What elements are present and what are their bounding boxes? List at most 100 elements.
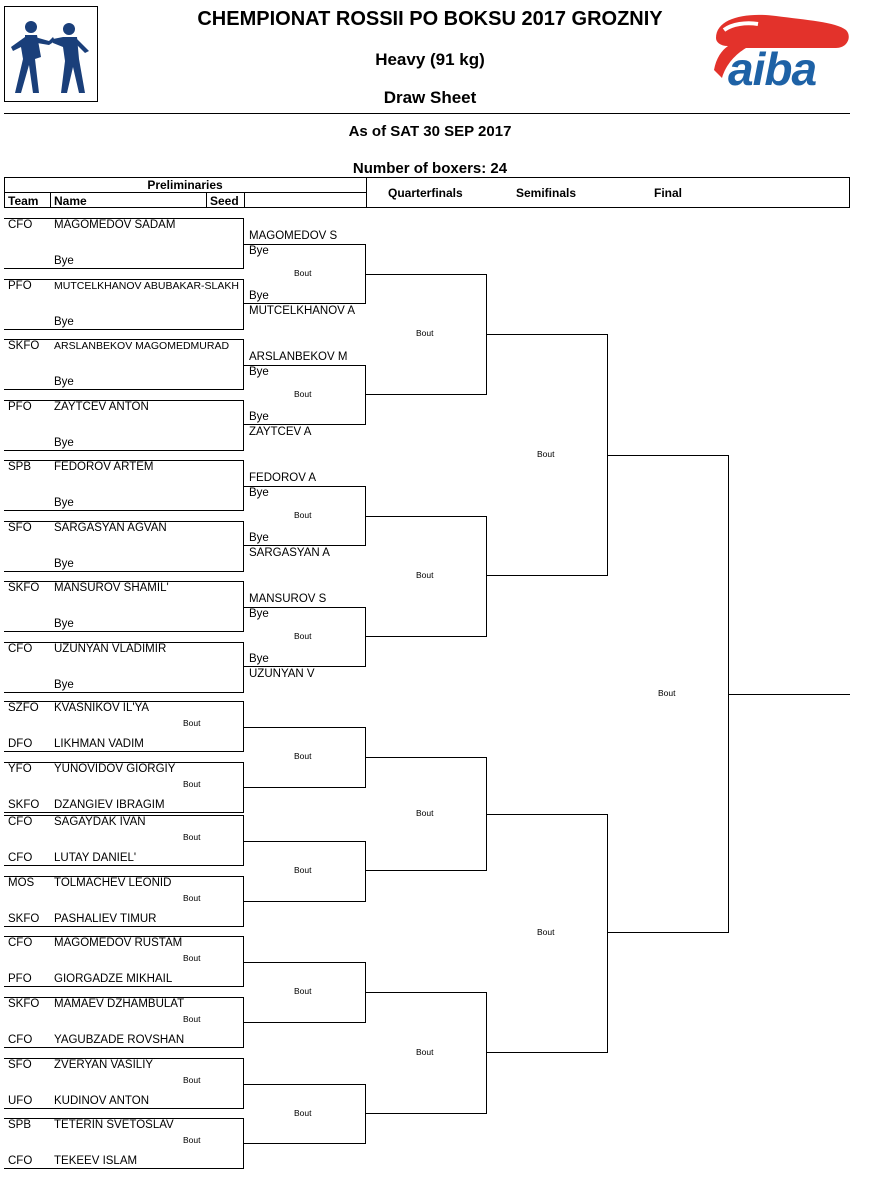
bout-label: Bout xyxy=(294,986,312,996)
sheet-type: Draw Sheet xyxy=(383,88,477,107)
entry-slot xyxy=(4,460,244,511)
advancer-name: MUTCELKHANOV A xyxy=(249,305,356,317)
bout-label: Bout xyxy=(183,953,201,963)
entry-team: SPB xyxy=(8,461,32,473)
advancer-name: MANSUROV S xyxy=(249,592,327,605)
entry-name: DZANGIEV IBRAGIM xyxy=(54,799,165,811)
quarterfinal-box xyxy=(366,515,487,637)
entry-name: TETERIN SVETOSLAV xyxy=(54,1119,174,1131)
quarterfinal-box xyxy=(366,757,487,871)
col-seed: Seed xyxy=(210,194,239,208)
bye-label: Bye xyxy=(54,678,74,691)
advancer-name: ZAYTCEV A xyxy=(249,426,312,438)
entry-team: CFO xyxy=(8,852,33,864)
entry-name: MUTCELKHANOV ABUBAKAR-SLAKH xyxy=(54,279,239,292)
aiba-logo: aiba xyxy=(706,8,854,100)
round-box xyxy=(244,485,366,546)
bout-label: Bout xyxy=(537,927,555,938)
round-box xyxy=(244,840,366,902)
bout-label: Bout xyxy=(658,688,676,699)
col-team: Team xyxy=(8,194,39,208)
bout-label: Bout xyxy=(183,1014,201,1024)
round-box xyxy=(244,606,366,667)
bye-label: Bye xyxy=(54,497,74,509)
aiba-wordmark: aiba xyxy=(728,43,817,95)
advancer-name: SARGASYAN A xyxy=(249,547,330,559)
bout-label: Bout xyxy=(294,1107,312,1118)
prelim-bout-box xyxy=(4,1058,244,1109)
as-of-date: As of SAT 30 SEP 2017 xyxy=(348,123,512,140)
bye-label: Bye xyxy=(249,653,269,665)
bout-label: Bout xyxy=(294,630,312,641)
prelim-bout-box xyxy=(4,997,244,1048)
entry-name: GIORGADZE MIKHAIL xyxy=(54,973,173,985)
entry-team: SKFO xyxy=(8,998,40,1010)
col-name: Name xyxy=(54,194,87,208)
entry-team: SFO xyxy=(8,521,32,534)
boxers-silhouette-icon xyxy=(11,21,89,93)
boxer-count: Number of boxers: 24 xyxy=(352,160,508,177)
entry-slot xyxy=(4,581,244,632)
champion-line xyxy=(729,694,850,696)
bye-label: Bye xyxy=(249,411,269,423)
entry-name: SAGAYDAK IVAN xyxy=(54,816,146,828)
bout-label: Bout xyxy=(537,449,555,460)
quarterfinal-box xyxy=(366,273,487,395)
entry-team: CFO xyxy=(8,642,33,655)
entry-team: SKFO xyxy=(8,913,40,925)
weight-class: Heavy (91 kg) xyxy=(375,50,485,69)
entry-name: YAGUBZADE ROVSHAN xyxy=(54,1034,185,1046)
bout-label: Bout xyxy=(183,1075,201,1085)
entry-name: SARGASYAN AGVAN xyxy=(54,521,167,534)
entry-team: PFO xyxy=(8,400,32,413)
header-split xyxy=(366,177,367,208)
entry-team: MOS xyxy=(8,877,35,889)
bye-label: Bye xyxy=(249,290,269,302)
bout-label: Bout xyxy=(294,509,312,520)
prelim-bout-box xyxy=(4,701,244,752)
bye-label: Bye xyxy=(54,618,74,630)
entry-team: CFO xyxy=(8,937,33,949)
bye-label: Bye xyxy=(249,244,269,257)
bye-label: Bye xyxy=(249,532,269,544)
bye-label: Bye xyxy=(54,557,74,570)
header-divider xyxy=(4,113,850,114)
entry-name: ZAYTCEV ANTON xyxy=(54,400,149,413)
round-box xyxy=(244,364,366,425)
bout-label: Bout xyxy=(183,1135,201,1145)
entry-name: ARSLANBEKOV MAGOMEDMURAD xyxy=(54,340,230,352)
entry-team: SZFO xyxy=(8,702,39,714)
prelim-bout-box xyxy=(4,936,244,987)
bout-label: Bout xyxy=(294,388,312,399)
round-box xyxy=(244,961,366,1023)
prelim-bout-box xyxy=(4,762,244,813)
bye-label: Bye xyxy=(54,436,74,449)
entry-name: TEKEEV ISLAM xyxy=(54,1155,138,1167)
col-semifinals: Semifinals xyxy=(516,186,577,200)
entry-team: CFO xyxy=(8,219,33,231)
entry-team: UFO xyxy=(8,1095,33,1107)
bye-label: Bye xyxy=(54,255,74,267)
header-subline xyxy=(4,192,366,193)
page-title: CHEMPIONAT ROSSII PO BOKSU 2017 GROZNIY xyxy=(197,8,663,30)
bout-label: Bout xyxy=(294,865,312,875)
entry-slot xyxy=(4,278,244,330)
advancer-name: FEDOROV A xyxy=(249,471,317,484)
prelim-bout-box xyxy=(4,1118,244,1169)
entry-team: SKFO xyxy=(8,582,40,594)
prelim-bout-box xyxy=(4,876,244,927)
entry-team: DFO xyxy=(8,738,33,750)
entry-name: FEDOROV ARTEM xyxy=(54,461,154,473)
entry-name: MAMAEV DZHAMBULAT xyxy=(54,998,185,1010)
bout-label: Bout xyxy=(183,832,201,842)
bout-label: Bout xyxy=(183,893,201,903)
advancer-name: UZUNYAN V xyxy=(249,668,315,680)
entry-team: SKFO xyxy=(8,799,40,811)
final-box xyxy=(608,455,729,934)
entry-team: CFO xyxy=(8,816,33,828)
bye-label: Bye xyxy=(54,315,74,328)
entry-slot xyxy=(4,520,244,572)
entry-team: SFO xyxy=(8,1059,32,1071)
bout-label: Bout xyxy=(294,267,312,278)
round-box xyxy=(244,726,366,788)
